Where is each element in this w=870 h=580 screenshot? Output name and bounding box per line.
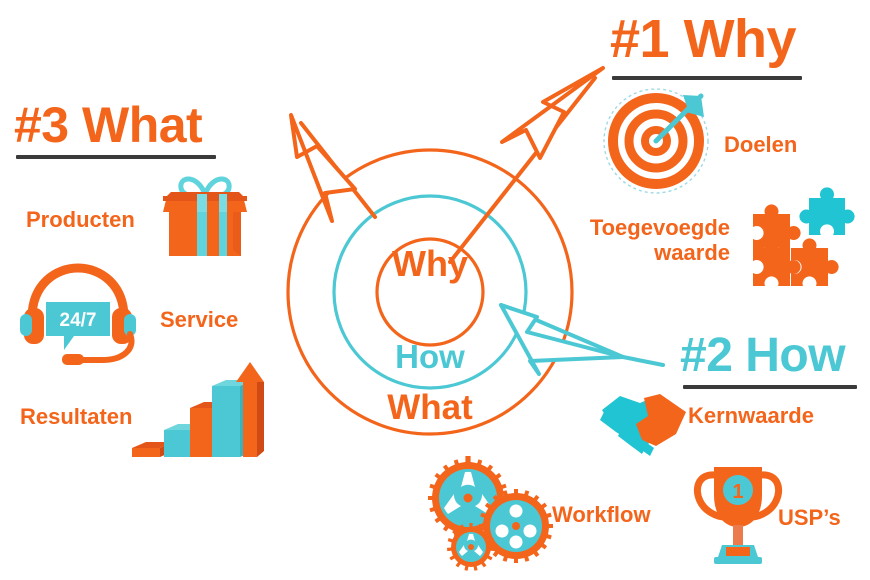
gear-small: [446, 523, 496, 571]
trophy-icon: 1: [692, 457, 784, 567]
label-kernwaarde: Kernwaarde: [688, 403, 814, 428]
why-arrow: [430, 30, 640, 270]
heading-what: #3 What: [14, 97, 203, 153]
how-arrow: [495, 295, 675, 385]
label-toegevoegde-waarde: Toegevoegde waarde: [585, 215, 730, 265]
label-service: Service: [160, 307, 239, 332]
growth-chart-icon: [128, 360, 264, 465]
label-toegevoegde-line1: Toegevoegde: [589, 215, 730, 240]
center-label-how: How: [395, 338, 465, 375]
label-usps: USP’s: [778, 505, 841, 530]
center-label-why: Why: [392, 243, 468, 284]
heading-what-underline: [16, 155, 216, 159]
why-ring: [375, 237, 485, 347]
label-doelen: Doelen: [724, 132, 798, 157]
handshake-icon: [598, 388, 690, 460]
heading-why-underline: [612, 76, 802, 80]
heading-why: #1 Why: [610, 9, 797, 69]
label-toegevoegde-line2: waarde: [654, 239, 730, 265]
label-workflow: Workflow: [552, 502, 651, 527]
label-resultaten: Resultaten: [20, 404, 133, 429]
target-icon: [600, 83, 720, 198]
gear-medium: [479, 489, 553, 563]
heading-how-underline: [683, 385, 857, 389]
headset-icon: 24/7: [18, 262, 143, 367]
label-producten: Producten: [26, 207, 135, 232]
gift-icon: [155, 168, 255, 258]
headset-badge: 24/7: [60, 310, 97, 331]
golden-circle-diagram: [270, 140, 590, 450]
gears-icon: [424, 456, 554, 573]
center-label-what: What: [387, 388, 473, 427]
trophy-number: 1: [732, 481, 743, 503]
how-ring: [332, 194, 528, 390]
what-ring: [286, 148, 574, 436]
heading-how: #2 How: [680, 329, 846, 382]
what-arrow: [205, 105, 395, 230]
puzzle-icon: [737, 187, 855, 290]
